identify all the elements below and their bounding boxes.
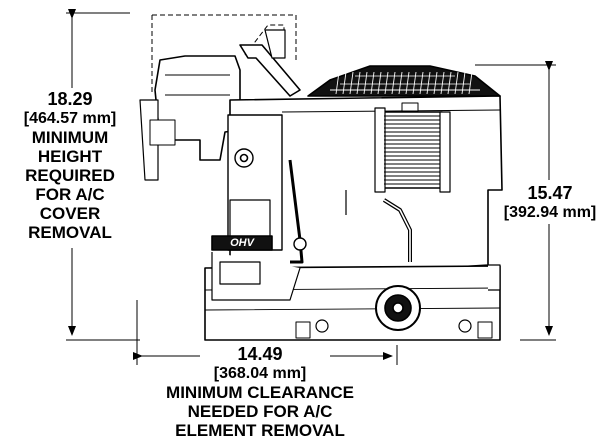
engine-height-inches: 15.47 xyxy=(527,183,573,203)
min-height-caption-line: REMOVAL xyxy=(28,223,112,242)
min-height-caption-line: MINIMUM xyxy=(31,128,109,147)
clearance-dimension-label: 14.49 [368.04 mm] MINIMUM CLEARANCE NEED… xyxy=(130,345,390,439)
engine-height-mm: [392.94 mm] xyxy=(503,204,597,221)
engine-height-dimension-label: 15.47 [392.94 mm] xyxy=(486,184,614,222)
min-height-caption-line: COVER xyxy=(39,204,101,223)
min-height-caption-line: HEIGHT xyxy=(37,147,103,166)
min-height-mm: [464.57 mm] xyxy=(23,110,117,127)
clearance-mm: [368.04 mm] xyxy=(213,365,307,382)
ohv-logo: OHV xyxy=(230,237,254,249)
clearance-dimension-line xyxy=(133,300,398,365)
min-height-caption-line: REQUIRED xyxy=(25,166,115,185)
engine-height-dimension-line xyxy=(475,61,556,341)
cylinder-fins xyxy=(384,115,440,185)
air-cleaner-phantom-outline xyxy=(151,14,297,95)
min-height-caption-line: FOR A/C xyxy=(35,185,105,204)
clearance-caption-line: NEEDED FOR A/C xyxy=(187,402,333,421)
min-height-dimension-label: 18.29 [464.57 mm] MINIMUM HEIGHT REQUIRE… xyxy=(4,89,136,243)
min-height-inches: 18.29 xyxy=(47,89,93,109)
height-dimension-line xyxy=(66,9,140,341)
clearance-caption-line: MINIMUM CLEARANCE xyxy=(166,383,354,402)
clearance-inches: 14.49 xyxy=(237,344,283,364)
clearance-caption-line: ELEMENT REMOVAL xyxy=(175,421,345,439)
engine-body xyxy=(139,29,503,341)
blower-housing-ribs xyxy=(335,71,473,95)
